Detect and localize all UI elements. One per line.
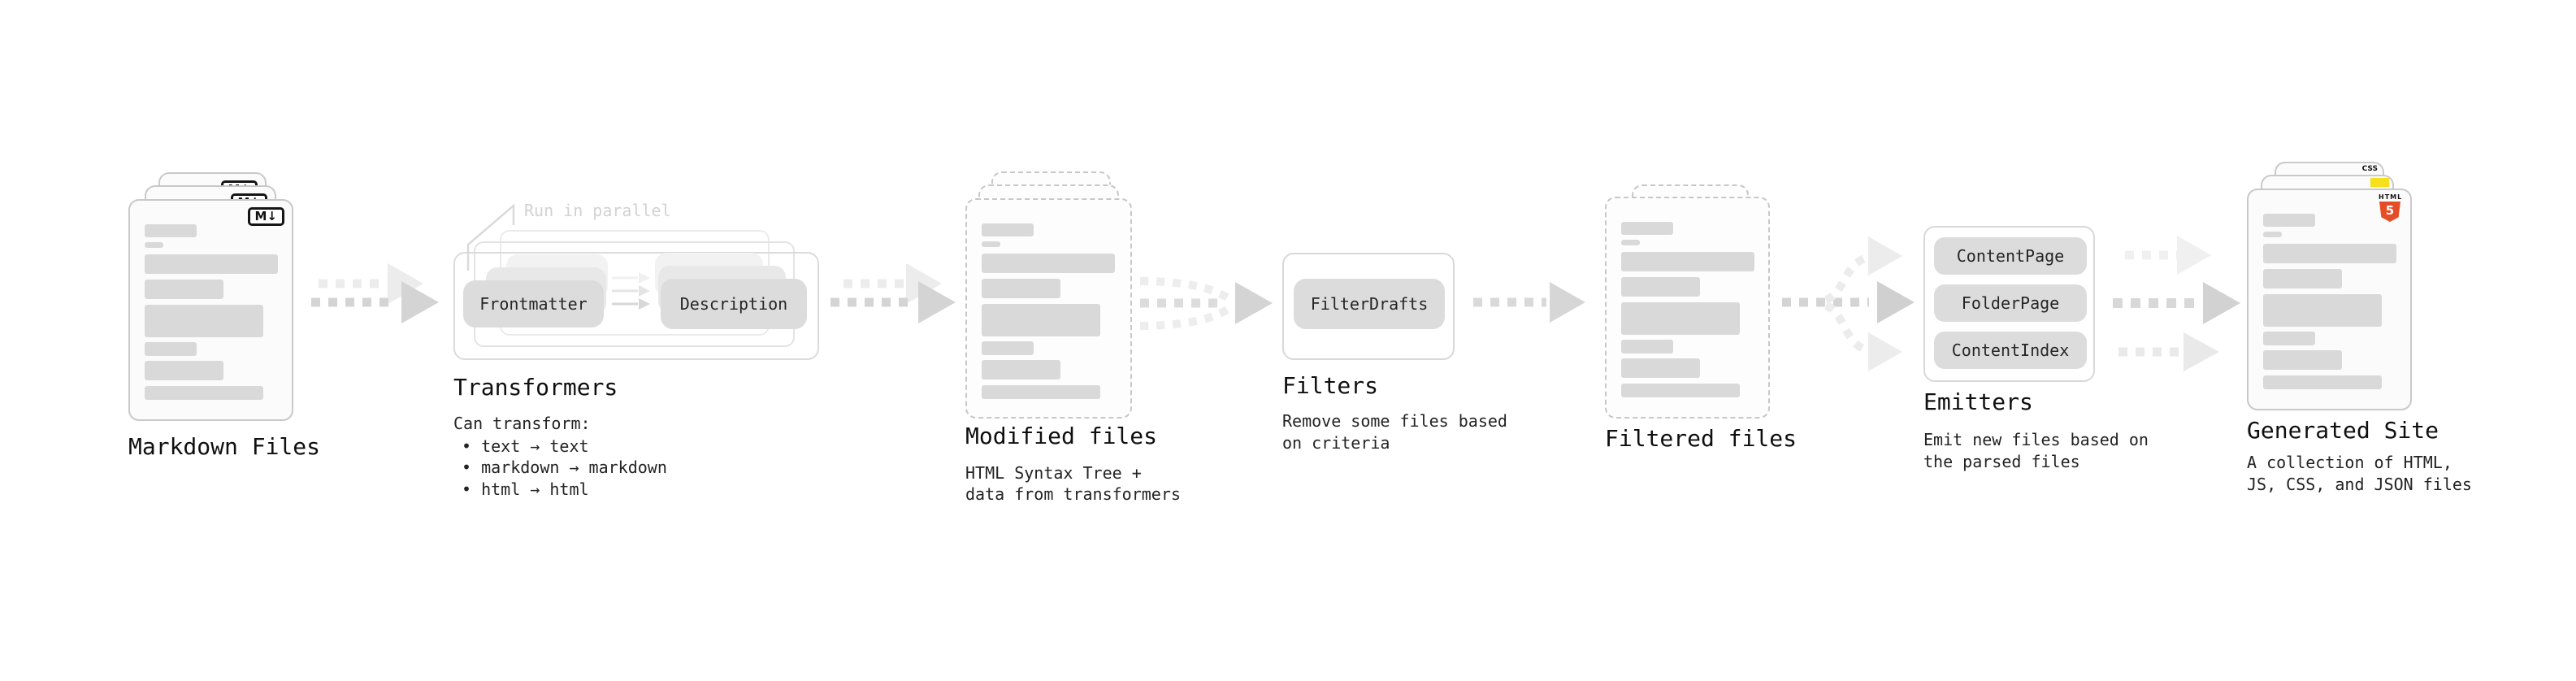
filters-box: [1282, 253, 1455, 360]
skeleton-text-line: [2263, 375, 2382, 389]
subtitle-line: A collection of HTML,: [2247, 453, 2452, 472]
emitter-pill-contentpage: ContentPage: [1934, 237, 2087, 275]
skeleton-text-line: [1621, 302, 1740, 335]
skeleton-text-line: [982, 241, 1000, 247]
transformer-pill-frontmatter: Frontmatter: [463, 280, 604, 327]
skeleton-text-line: [2263, 232, 2282, 237]
skeleton-text-line: [145, 224, 197, 237]
subtitle-line: the parsed files: [1923, 452, 2080, 471]
skeleton-text-line: [982, 341, 1034, 355]
skeleton-text-line: [982, 254, 1115, 273]
markdown-icon: M↓: [247, 207, 284, 226]
skeleton-text-line: [145, 361, 223, 380]
skeleton-text-line: [145, 242, 163, 248]
skeleton-text-line: [1621, 358, 1700, 378]
skeleton-text-line: [1621, 277, 1700, 297]
generated-file-card-html: HTML 5: [2247, 189, 2412, 410]
emitters-box: [1923, 226, 2095, 382]
pill-label: ContentPage: [1956, 246, 2065, 266]
arrow-markdown-to-transformers: [311, 263, 439, 323]
skeleton-text-line: [2263, 244, 2396, 263]
subtitle-line: Remove some files based: [1282, 411, 1507, 431]
skeleton-text-line: [982, 304, 1100, 336]
pill-label: ContentIndex: [1951, 340, 2070, 360]
stage-title-modified-files: Modified files: [965, 423, 1158, 449]
subtitle-line: HTML Syntax Tree +: [965, 463, 1142, 483]
filtered-file-card-front: [1605, 197, 1770, 419]
skeleton-text-line: [2263, 294, 2382, 327]
markdown-file-card-front: M↓: [128, 199, 293, 421]
transformers-bullet: • markdown → markdown: [462, 458, 667, 477]
skeleton-text-line: [145, 305, 263, 337]
modified-files-subtitle: HTML Syntax Tree + data from transformer…: [965, 462, 1181, 505]
javascript-icon: [2370, 178, 2389, 187]
transformers-bullet: • text → text: [462, 436, 589, 456]
html5-icon: HTML 5: [2379, 194, 2401, 222]
skeleton-text-line: [145, 280, 223, 299]
pill-label: Description: [679, 294, 788, 314]
transformers-bullet: • html → html: [462, 479, 589, 499]
arrow-emitters-to-generated: [2113, 236, 2240, 371]
skeleton-text-line: [2263, 350, 2342, 370]
generated-site-subtitle: A collection of HTML, JS, CSS, and JSON …: [2247, 452, 2472, 496]
transformer-box-front: [453, 252, 819, 360]
arrow-modified-to-filters: [1139, 277, 1273, 330]
stage-title-generated-site: Generated Site: [2247, 417, 2439, 444]
filter-pill-filterdrafts: FilterDrafts: [1294, 279, 1445, 329]
skeleton-text-line: [145, 254, 278, 274]
transformers-description-heading: Can transform:: [453, 414, 591, 433]
arrow-filtered-to-emitters: [1782, 236, 1915, 371]
skeleton-text-line: [1621, 252, 1754, 271]
pill-label: FolderPage: [1961, 293, 2060, 313]
skeleton-text-line: [1621, 340, 1673, 354]
emitters-subtitle: Emit new files based on the parsed files: [1923, 429, 2149, 473]
transformer-pill-description: Description: [661, 279, 807, 329]
skeleton-text-line: [1621, 240, 1640, 245]
skeleton-text-line: [2263, 269, 2342, 288]
skeleton-text-line: [982, 360, 1060, 380]
stage-title-emitters: Emitters: [1923, 388, 2033, 415]
skeleton-text-line: [982, 385, 1100, 399]
pill-label: FilterDrafts: [1310, 294, 1429, 314]
skeleton-text-line: [145, 342, 197, 356]
skeleton-text-line: [1621, 384, 1740, 397]
arrow-transformers-to-modified: [830, 263, 956, 323]
arrow-filters-to-filtered: [1473, 282, 1585, 323]
stage-title-transformers: Transformers: [453, 374, 618, 401]
stage-title-filtered-files: Filtered files: [1605, 425, 1798, 452]
stage-title-filters: Filters: [1282, 372, 1379, 399]
pill-label: Frontmatter: [479, 294, 588, 314]
skeleton-text-line: [145, 386, 263, 400]
html5-icon-label: HTML: [2379, 193, 2403, 201]
subtitle-line: JS, CSS, and JSON files: [2247, 475, 2472, 494]
skeleton-text-line: [1621, 222, 1673, 235]
skeleton-text-line: [2263, 332, 2315, 345]
subtitle-line: Emit new files based on: [1923, 430, 2149, 449]
skeleton-text-line: [982, 279, 1060, 298]
skeleton-text-line: [2263, 214, 2315, 227]
stage-title-markdown-files: Markdown Files: [128, 433, 321, 460]
subtitle-line: data from transformers: [965, 484, 1181, 504]
subtitle-line: on criteria: [1282, 433, 1390, 453]
emitter-pill-contentindex: ContentIndex: [1934, 332, 2087, 369]
modified-file-card-front: [965, 198, 1132, 419]
run-in-parallel-annotation: Run in parallel: [524, 201, 671, 220]
html5-icon-shield: 5: [2379, 202, 2400, 222]
skeleton-text-line: [982, 223, 1034, 236]
filters-subtitle: Remove some files based on criteria: [1282, 410, 1507, 454]
emitter-pill-folderpage: FolderPage: [1934, 284, 2087, 322]
